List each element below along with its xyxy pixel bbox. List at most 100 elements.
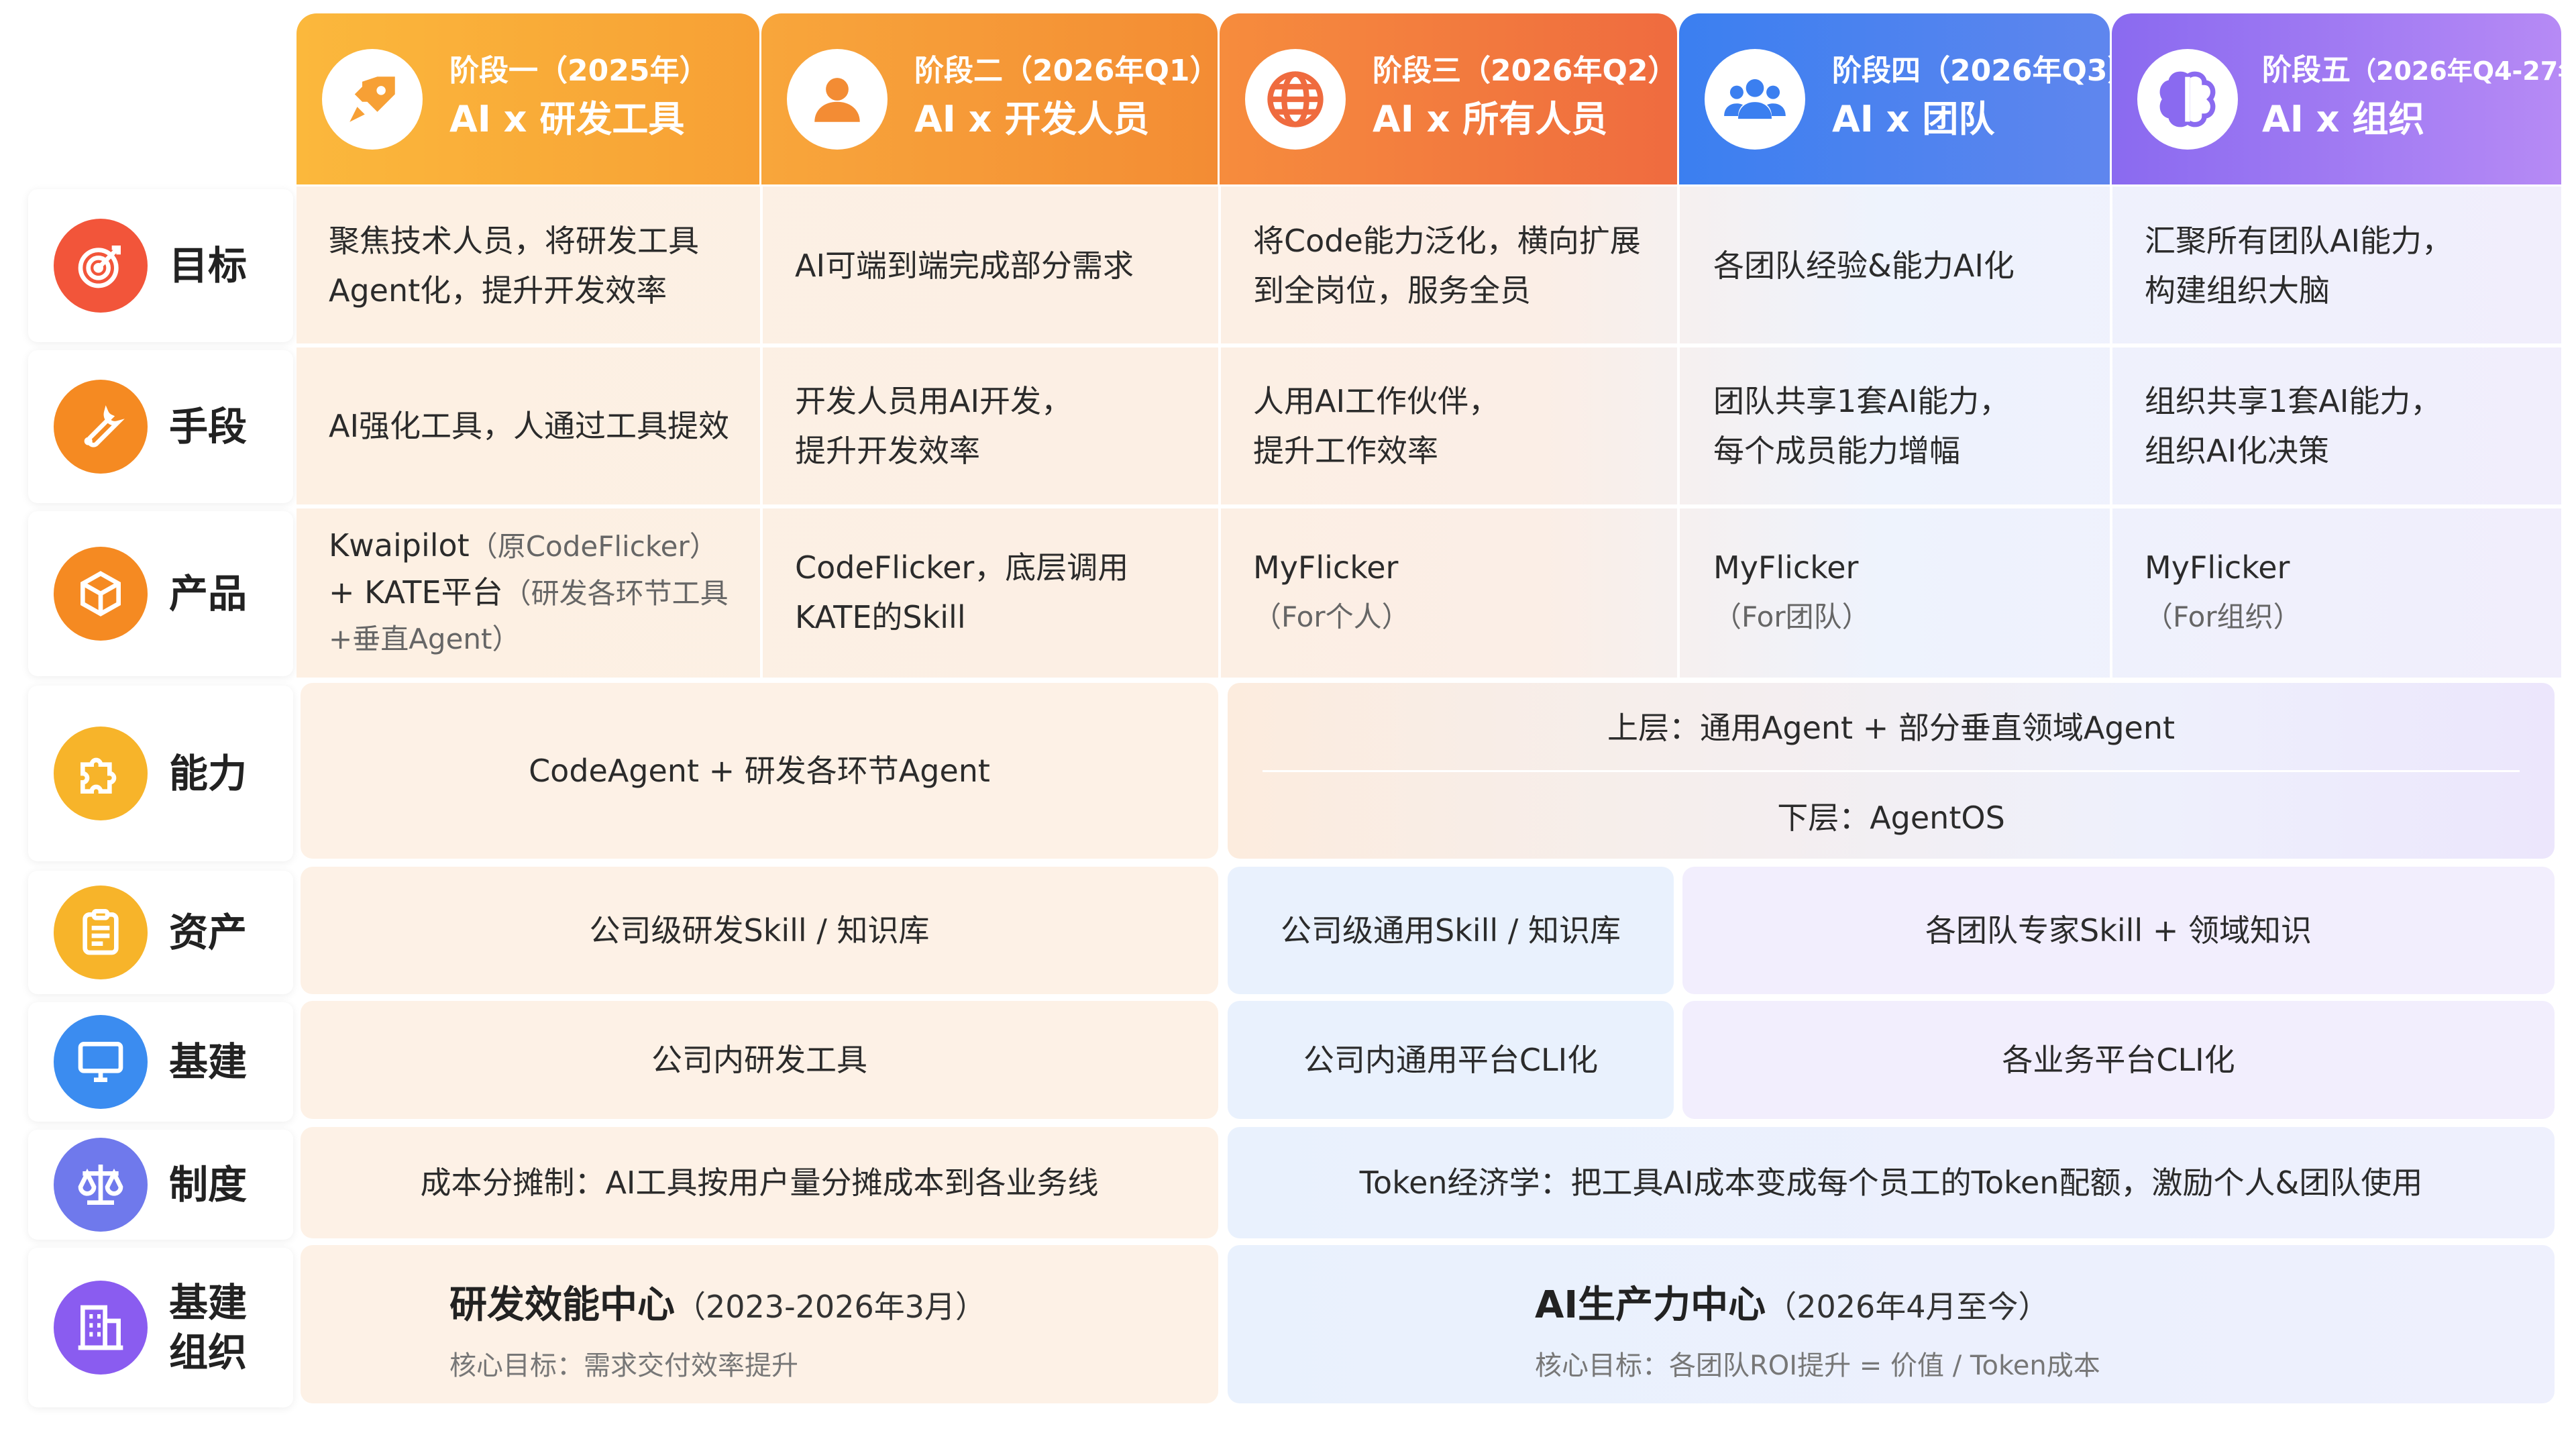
row-label-text: 制度 [169, 1162, 248, 1208]
goal-stage-5: 汇聚所有团队AI能力， 构建组织大脑 [2112, 189, 2561, 342]
stage-period: （2026年Q4-27年） [2351, 56, 2561, 86]
text-line: 人用AI工作伙伴， [1253, 383, 1500, 419]
infra-left: 公司内研发工具 [301, 1001, 1218, 1119]
product-stage-1: Kwaipilot（原CodeFlicker） + KATE平台（研发各环节工具… [297, 508, 759, 676]
row-divider [297, 504, 2561, 508]
brain-icon [2137, 48, 2238, 150]
infra-mid: 公司内通用平台CLI化 [1228, 1001, 1674, 1119]
stage-5-header: 阶段五（2026年Q4-27年） AI x 组织 [2112, 13, 2561, 184]
stage-subtitle: AI x 组织 [2262, 98, 2425, 140]
text-line: 公司级研发Skill / 知识库 [589, 912, 930, 949]
scale-icon [54, 1138, 148, 1232]
stage-4-header: 阶段四（2026年Q3） AI x 团队 [1679, 13, 2110, 184]
stage-subtitle: AI x 开发人员 [914, 97, 1150, 140]
box-icon [54, 547, 148, 641]
stage-title: 阶段二 [914, 53, 1003, 88]
ability-left: CodeAgent + 研发各环节Agent [301, 683, 1218, 859]
stage-columns-background [297, 186, 2561, 678]
text-line: AI可端到端完成部分需求 [795, 248, 1134, 284]
wrench-icon [54, 380, 148, 474]
stage-1-header: 阶段一（2025年） AI x 研发工具 [297, 13, 759, 184]
target-icon [54, 219, 148, 313]
text-line: 汇聚所有团队AI能力， [2145, 223, 2453, 259]
ability-divider [1263, 770, 2520, 772]
means-stage-1: AI强化工具，人通过工具提效 [297, 347, 759, 504]
org-left: 研发效能中心（2023-2026年3月） 核心目标：需求交付效率提升 [301, 1245, 1218, 1403]
assets-left: 公司级研发Skill / 知识库 [301, 867, 1218, 994]
row-label-means: 手段 [28, 350, 293, 503]
org-goal: 核心目标：需求交付效率提升 [449, 1350, 798, 1381]
product-name: + KATE平台 [329, 574, 503, 610]
row-label-text: 产品 [169, 571, 248, 616]
puzzle-icon [54, 727, 148, 820]
stage-period: （2026年Q3） [1921, 53, 2110, 88]
text-line: 公司内通用平台CLI化 [1303, 1042, 1599, 1078]
text-line: Token经济学：把工具AI成本变成每个员工的Token配额，激励个人&团队使用 [1359, 1165, 2423, 1201]
text-line: （For团队） [1713, 600, 1870, 633]
text-line: 各团队专家Skill + 领域知识 [1925, 912, 2312, 949]
product-note: （研发各环节工具 [502, 577, 729, 610]
text-line: MyFlicker [2145, 549, 2290, 586]
stage-title: 阶段五 [2262, 53, 2351, 87]
stage-title: 阶段三 [1373, 53, 1461, 88]
row-label-ability: 能力 [28, 686, 293, 861]
org-title: AI生产力中心 [1535, 1283, 1766, 1327]
infra-right: 各业务平台CLI化 [1682, 1001, 2555, 1119]
team-icon [1705, 48, 1805, 150]
product-stage-2: CodeFlicker，底层调用 KATE的Skill [763, 508, 1218, 676]
rocket-icon [322, 48, 423, 150]
row-label-text: 目标 [169, 243, 248, 288]
text-line: 组织共享1套AI能力， [2145, 383, 2442, 419]
means-stage-2: 开发人员用AI开发， 提升开发效率 [763, 347, 1218, 504]
row-label-text: 手段 [169, 404, 248, 449]
means-stage-5: 组织共享1套AI能力， 组织AI化决策 [2112, 347, 2561, 504]
ability-upper: 上层：通用Agent + 部分垂直领域Agent [1607, 710, 2176, 746]
stage-2-header: 阶段二（2026年Q1） AI x 开发人员 [761, 13, 1218, 184]
text-line: KATE的Skill [795, 599, 966, 635]
text-line: 将Code能力泛化，横向扩展 [1253, 223, 1641, 259]
column-divider [1677, 186, 1680, 678]
assets-right: 各团队专家Skill + 领域知识 [1682, 867, 2555, 994]
text-line: 各团队经验&能力AI化 [1713, 248, 2015, 284]
goal-stage-2: AI可端到端完成部分需求 [763, 189, 1218, 342]
ability-right: 上层：通用Agent + 部分垂直领域Agent 下层：AgentOS [1228, 683, 2555, 859]
product-name: Kwaipilot [329, 527, 470, 564]
text-line: （For组织） [2145, 600, 2302, 633]
stage-subtitle: AI x 研发工具 [449, 97, 685, 140]
product-note: （原CodeFlicker） [469, 530, 718, 563]
stage-subtitle: AI x 所有人员 [1373, 97, 1608, 140]
org-goal: 核心目标：各团队ROI提升 = 价值 / Token成本 [1535, 1350, 2100, 1381]
row-label-text: 基建 [169, 1039, 248, 1085]
globe-icon [1245, 48, 1346, 150]
means-stage-3: 人用AI工作伙伴， 提升工作效率 [1221, 347, 1677, 504]
row-label-product: 产品 [28, 511, 293, 676]
stage-title: 阶段四 [1832, 53, 1921, 88]
policy-left: 成本分摊制：AI工具按用户量分摊成本到各业务线 [301, 1127, 1218, 1238]
goal-stage-4: 各团队经验&能力AI化 [1680, 189, 2110, 342]
text-line: 提升开发效率 [795, 433, 980, 469]
text-line: 各业务平台CLI化 [2002, 1042, 2235, 1078]
org-date: （2023-2026年3月） [675, 1289, 986, 1325]
text-line: 开发人员用AI开发， [795, 383, 1073, 419]
stage-3-header: 阶段三（2026年Q2） AI x 所有人员 [1220, 13, 1677, 184]
stage-title: 阶段一 [449, 53, 538, 88]
text-line: CodeFlicker，底层调用 [795, 549, 1129, 586]
text-line: 组织AI化决策 [2145, 433, 2330, 469]
org-right: AI生产力中心（2026年4月至今） 核心目标：各团队ROI提升 = 价值 / … [1228, 1245, 2555, 1403]
stage-period: （2026年Q2） [1461, 53, 1677, 88]
building-icon [54, 1281, 148, 1375]
product-stage-3: MyFlicker（For个人） [1221, 508, 1677, 676]
monitor-icon [54, 1015, 148, 1109]
column-divider [2110, 186, 2112, 678]
text-line: Agent化，提升开发效率 [329, 272, 667, 309]
row-label-text: 资产 [169, 910, 248, 955]
text-line: MyFlicker [1713, 549, 1859, 586]
text-line: 提升工作效率 [1253, 433, 1438, 469]
text-line: 到全岗位，服务全员 [1253, 272, 1531, 309]
stage-period: （2026年Q1） [1003, 53, 1218, 88]
row-label-text: 基建 组织 [169, 1280, 248, 1375]
text-line: 构建组织大脑 [2145, 272, 2330, 309]
row-divider [297, 343, 2561, 347]
clipboard-icon [54, 885, 148, 979]
